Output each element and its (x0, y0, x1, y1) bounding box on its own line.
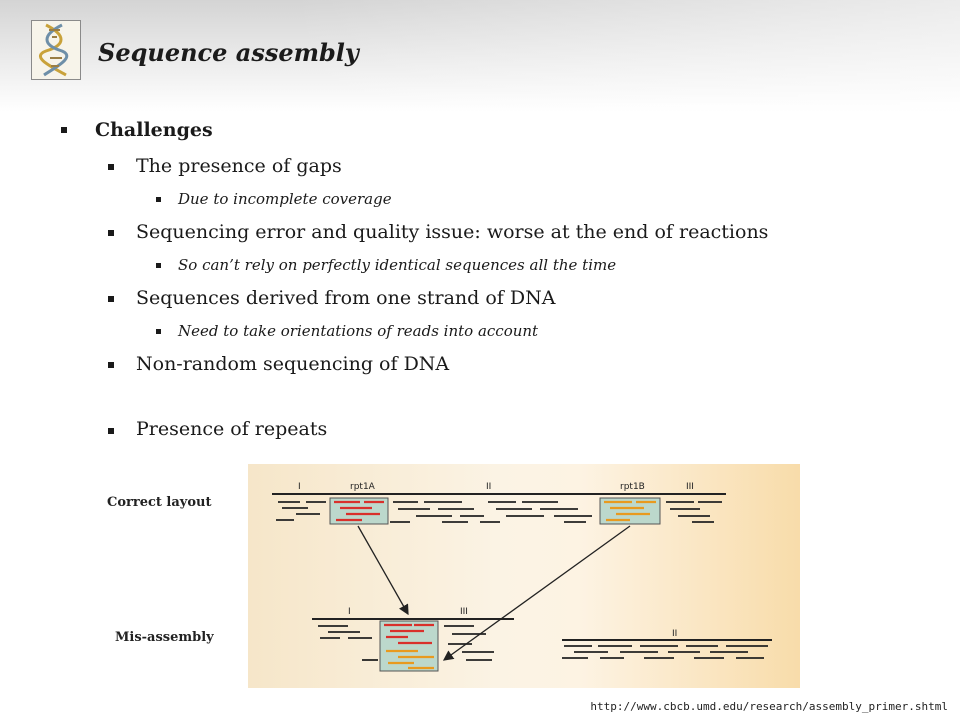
reads-repeat-a (334, 500, 384, 522)
bullet-errors: Sequencing error and quality issue: wors… (136, 221, 769, 243)
bullet-marker (108, 296, 114, 302)
bullet-gaps-note: Due to incomplete coverage (178, 190, 392, 208)
bullet-marker (61, 127, 67, 133)
bullet-repeats: Presence of repeats (136, 418, 328, 440)
segment-label-III-misassembly: III (460, 607, 468, 617)
slide-title: Sequence assembly (98, 38, 359, 67)
repeat-figure: I rpt1A II rpt1B III (248, 464, 800, 688)
bullet-nonrandom: Non-random sequencing of DNA (136, 353, 450, 375)
bullet-marker (108, 164, 114, 170)
reads-correct-layout (276, 501, 722, 523)
repeat-diagram: I rpt1A II rpt1B III (272, 482, 772, 672)
bullet-errors-note: So can’t rely on perfectly identical seq… (178, 256, 617, 274)
bullet-marker (108, 230, 114, 236)
bullet-marker (156, 329, 161, 334)
reads-misassembly-left (318, 625, 494, 661)
reads-collapsed-a (384, 623, 434, 645)
bullet-marker (108, 428, 114, 434)
source-url: http://www.cbcb.umd.edu/research/assembl… (590, 700, 948, 713)
bullet-strand-note: Need to take orientations of reads into … (178, 322, 539, 340)
segment-label-II-misassembly: II (672, 629, 677, 639)
segment-label-II: II (486, 482, 491, 492)
reads-detached-segment (562, 645, 768, 659)
segment-label-I-misassembly: I (348, 607, 351, 617)
segment-label-III: III (686, 482, 694, 492)
repeat-label-b: rpt1B (620, 482, 645, 492)
segment-label-I: I (298, 482, 301, 492)
correct-layout-label: Correct layout (107, 495, 212, 510)
repeat-label-a: rpt1A (350, 482, 376, 492)
header-band (0, 0, 960, 112)
arrow-repeat-b (442, 525, 631, 661)
misassembly-label: Mis-assembly (115, 630, 214, 645)
bullet-challenges: Challenges (95, 119, 213, 141)
arrow-repeat-a (357, 525, 409, 616)
reads-repeat-b (604, 500, 656, 522)
bullet-strand: Sequences derived from one strand of DNA (136, 287, 556, 309)
dna-helix-icon (31, 20, 81, 80)
bullet-marker (156, 197, 161, 202)
bullet-marker (108, 362, 114, 368)
bullet-marker (156, 263, 161, 268)
reads-collapsed-b (386, 649, 434, 670)
bullet-gaps: The presence of gaps (136, 155, 342, 177)
